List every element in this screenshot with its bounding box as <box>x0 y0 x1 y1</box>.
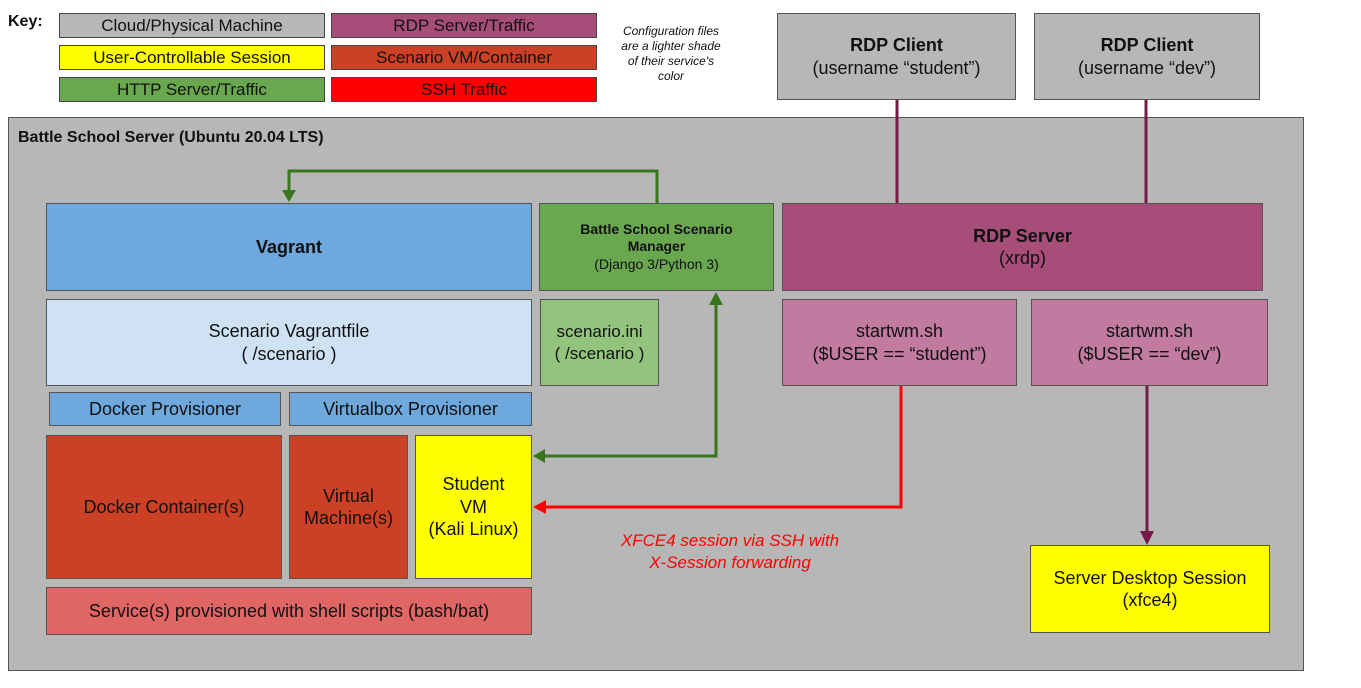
docker-provisioner: Docker Provisioner <box>49 392 281 426</box>
student-vm-line3: (Kali Linux) <box>428 519 519 540</box>
rdp-server: RDP Server (xrdp) <box>782 203 1263 291</box>
rdp-client-student-sub: (username “student”) <box>812 57 981 78</box>
desktop-sub: (xfce4) <box>1122 590 1178 610</box>
startwm-dev-sub: ($USER == “dev”) <box>1077 343 1222 364</box>
key-rdp: RDP Server/Traffic <box>331 13 597 38</box>
student-vm: Student VM (Kali Linux) <box>415 435 532 579</box>
key-note: Configuration files are a lighter shade … <box>605 24 737 84</box>
rdp-server-sub: (xrdp) <box>998 248 1046 268</box>
docker-provisioner-label: Docker Provisioner <box>88 398 242 419</box>
manager-title-line2: Manager <box>627 238 686 255</box>
rdp-client-student-title: RDP Client <box>850 35 943 55</box>
student-vm-line1: Student <box>442 474 505 495</box>
vagrantfile-sub: ( /scenario ) <box>241 343 337 364</box>
key-rdp-label: RDP Server/Traffic <box>393 15 535 35</box>
ssh-forwarding-note: XFCE4 session via SSH with X-Session for… <box>590 530 870 574</box>
vagrant-title: Vagrant <box>255 236 323 257</box>
rdp-client-dev-title: RDP Client <box>1100 35 1194 55</box>
vagrant-box: Vagrant <box>46 203 532 291</box>
key-ssh-label: SSH Traffic <box>421 79 507 99</box>
desktop-title: Server Desktop Session <box>1053 567 1247 588</box>
scenario-ini-sub: ( /scenario ) <box>554 343 645 363</box>
virtual-machines-line1: Virtual <box>323 485 374 506</box>
scenario-manager: Battle School Scenario Manager (Django 3… <box>539 203 774 291</box>
manager-to-vagrant-arrowhead <box>282 190 296 202</box>
virtual-machines: Virtual Machine(s) <box>289 435 408 579</box>
virtual-machines-line2: Machine(s) <box>303 508 394 528</box>
docker-containers: Docker Container(s) <box>46 435 282 579</box>
shell-services: Service(s) provisioned with shell script… <box>46 587 532 635</box>
key-note-line: Configuration files <box>622 24 720 38</box>
ssh-note-line: X-Session forwarding <box>649 553 811 572</box>
rdp-client-student: RDP Client (username “student”) <box>777 13 1016 100</box>
startwm-dev: startwm.sh ($USER == “dev”) <box>1031 299 1268 386</box>
key-user-session: User-Controllable Session <box>59 45 325 70</box>
scenario-ini-title: scenario.ini <box>556 322 643 342</box>
scenario-ini: scenario.ini ( /scenario ) <box>540 299 659 386</box>
virtualbox-provisioner-label: Virtualbox Provisioner <box>323 398 498 419</box>
manager-sub: (Django 3/Python 3) <box>594 255 719 272</box>
virtualbox-provisioner: Virtualbox Provisioner <box>289 392 532 426</box>
student-to-manager-line <box>544 303 718 458</box>
key-scenario-vm-label: Scenario VM/Container <box>376 47 552 67</box>
key-scenario-vm: Scenario VM/Container <box>331 45 597 70</box>
key-http: HTTP Server/Traffic <box>59 77 325 102</box>
shell-services-label: Service(s) provisioned with shell script… <box>88 600 490 621</box>
vagrantfile-title: Scenario Vagrantfile <box>208 321 370 341</box>
key-note-line: are a lighter shade <box>621 39 721 53</box>
server-desktop-session: Server Desktop Session (xfce4) <box>1030 545 1270 633</box>
ssh-session-line <box>546 386 903 509</box>
key-label: Key: <box>8 13 43 30</box>
startwm-student: startwm.sh ($USER == “student”) <box>782 299 1017 386</box>
startwm-student-sub: ($USER == “student”) <box>812 343 987 364</box>
startwm-student-title: startwm.sh <box>855 321 943 341</box>
key-note-line: color <box>657 69 684 83</box>
manager-title-line1: Battle School Scenario <box>580 220 733 237</box>
key-note-line: of their service's <box>627 54 715 68</box>
rdp-client-dev: RDP Client (username “dev”) <box>1034 13 1260 100</box>
key-cloud-physical: Cloud/Physical Machine <box>59 13 325 38</box>
docker-containers-label: Docker Container(s) <box>83 496 245 517</box>
key-cloud-physical-label: Cloud/Physical Machine <box>101 15 283 35</box>
student-vm-line2: VM <box>460 496 487 517</box>
desktop-arrowhead <box>1140 531 1154 545</box>
key-user-session-label: User-Controllable Session <box>93 47 291 67</box>
scenario-vagrantfile: Scenario Vagrantfile ( /scenario ) <box>46 299 532 386</box>
ssh-arrowhead <box>533 500 546 514</box>
ssh-note-line: XFCE4 session via SSH with <box>620 531 840 550</box>
startwm-dev-title: startwm.sh <box>1105 321 1193 341</box>
manager-arrowhead <box>709 292 723 305</box>
server-title: Battle School Server (Ubuntu 20.04 LTS) <box>18 129 324 146</box>
key-http-label: HTTP Server/Traffic <box>117 79 267 99</box>
manager-to-vagrant-arrow <box>287 169 659 203</box>
rdp-client-dev-sub: (username “dev”) <box>1077 57 1217 78</box>
student-vm-http-arrowhead <box>533 449 545 463</box>
rdp-server-title: RDP Server <box>973 225 1072 246</box>
key-ssh: SSH Traffic <box>331 77 597 102</box>
